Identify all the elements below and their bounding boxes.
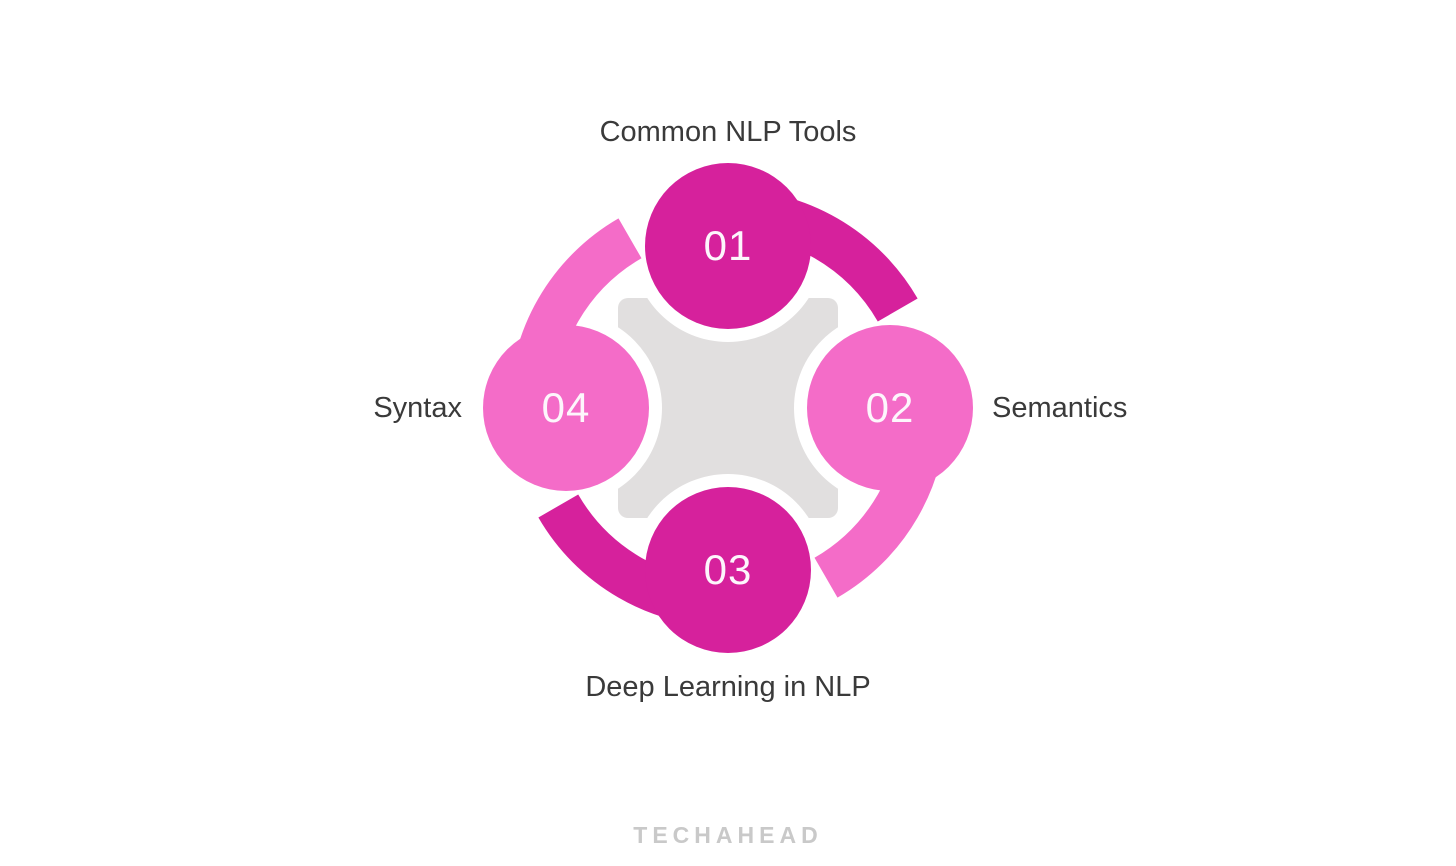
- node-number-02: 02: [865, 384, 915, 431]
- node-circle-01: [645, 163, 811, 329]
- techahead-watermark: TECHAHEAD: [633, 822, 823, 848]
- node-circle-02: [807, 325, 973, 491]
- node-circle-04: [483, 325, 649, 491]
- node-label-left: Syntax: [373, 392, 462, 424]
- node-label-top: Common NLP Tools: [599, 116, 857, 148]
- node-number-01: 01: [703, 222, 753, 269]
- node-circle-03: [645, 487, 811, 653]
- node-label-right: Semantics: [992, 392, 1128, 424]
- node-label-bottom: Deep Learning in NLP: [585, 671, 871, 703]
- node-number-03: 03: [703, 546, 753, 593]
- center-shape: [618, 298, 838, 518]
- node-number-04: 04: [541, 384, 591, 431]
